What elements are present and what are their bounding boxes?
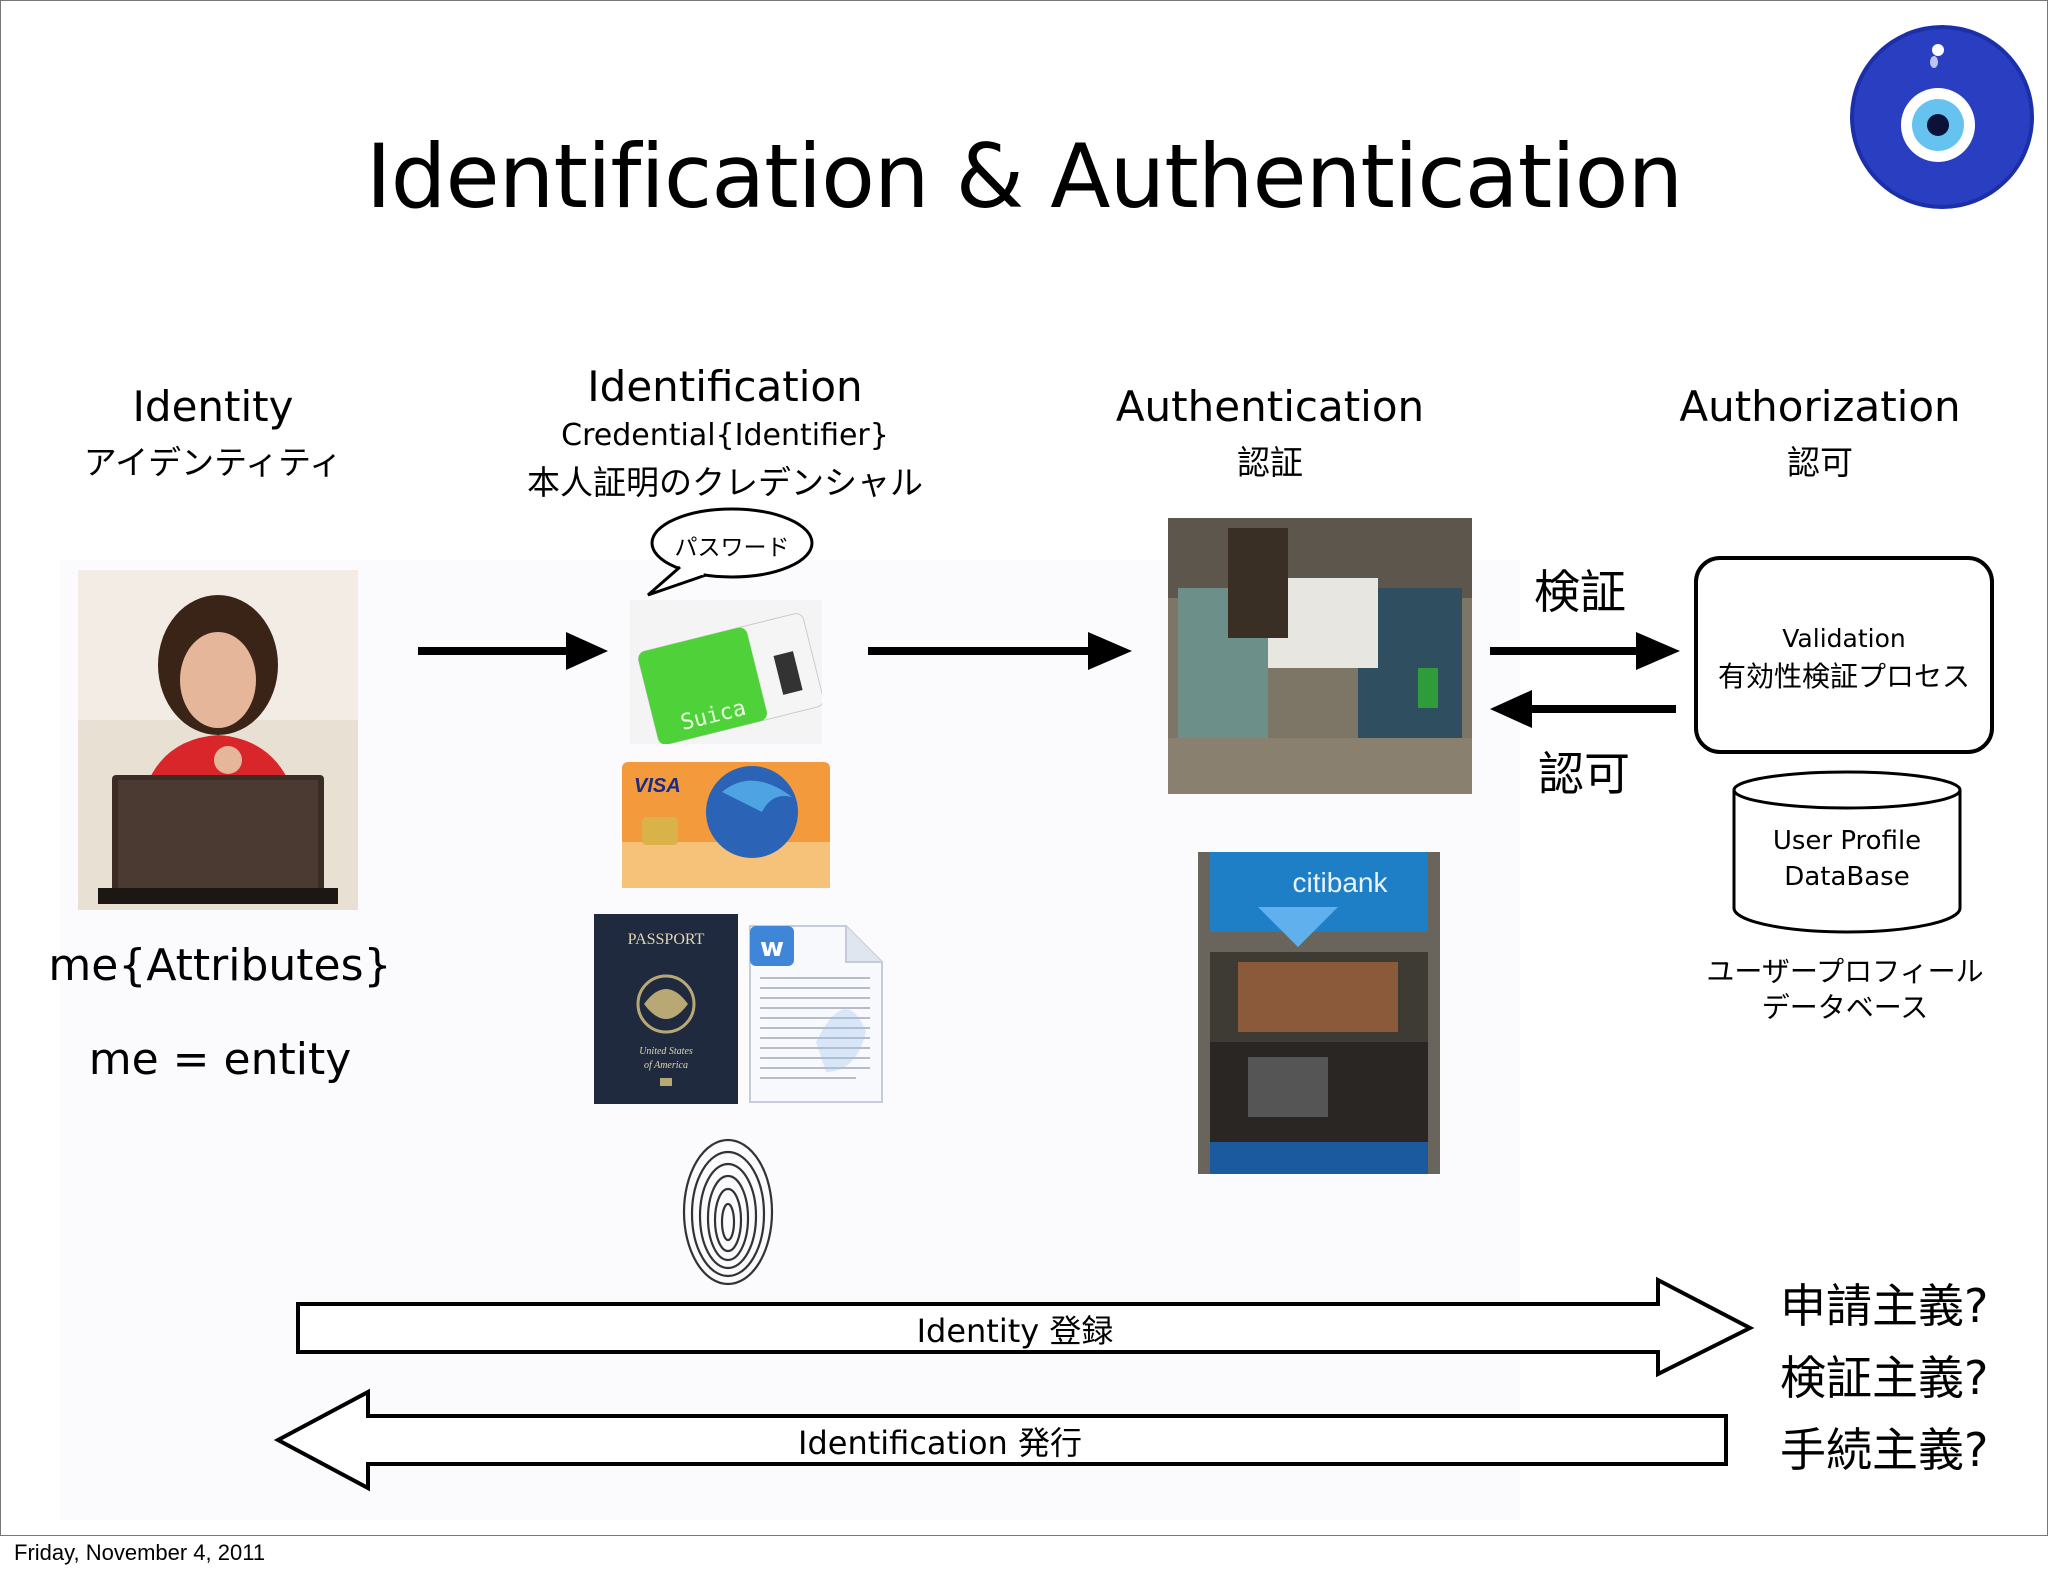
database-label-line2: DataBase: [1784, 862, 1910, 892]
me-entity: me = entity: [88, 1034, 352, 1085]
visa-logo: VISA: [634, 775, 681, 797]
identification-subheading: 本人証明のクレデンシャル: [527, 463, 923, 502]
suica-card-image: Suica: [630, 600, 822, 744]
footer-date: Friday, November 4, 2011: [14, 1540, 266, 1565]
woman-laptop-photo: [78, 570, 358, 910]
validation-box: [1694, 556, 1994, 754]
question-application: 申請主義?: [1780, 1279, 1989, 1333]
validation-box-subtitle: 有効性検証プロセス: [1717, 660, 1970, 693]
authorization-heading: Authorization: [1679, 382, 1961, 431]
fingerprint-icon: [682, 1138, 774, 1286]
database-label-line1: User Profile: [1772, 826, 1922, 856]
speech-bubble-text: パスワード: [674, 535, 790, 561]
authorization-subheading: 認可: [1787, 443, 1853, 482]
svg-text:w: w: [760, 933, 784, 963]
identity-registration-arrow: [296, 1276, 1755, 1378]
citibank-logo: citibank: [1293, 867, 1389, 898]
question-verification: 検証主義?: [1780, 1351, 1989, 1405]
identity-heading: Identity: [132, 382, 294, 431]
verify-label: 検証: [1534, 565, 1626, 619]
visa-card-image: VISA: [622, 762, 830, 888]
arrow-authentication-to-validation: [1490, 632, 1680, 670]
document-icon: w: [749, 925, 883, 1103]
arrow-identity-to-identification: [418, 632, 608, 670]
arrow-validation-to-authentication: [1490, 690, 1676, 728]
database-caption-line2: データベース: [1761, 991, 1929, 1024]
database-caption-line1: ユーザープロフィール: [1706, 955, 1984, 988]
evil-eye-icon: [1850, 25, 2034, 209]
authentication-subheading: 認証: [1237, 443, 1303, 482]
authentication-heading: Authentication: [1115, 382, 1425, 431]
authorize-label: 認可: [1538, 747, 1630, 801]
identity-subheading: アイデンティティ: [83, 443, 343, 482]
citibank-atm-photo: citibank: [1198, 852, 1440, 1174]
identification-issuance-label: Identification 発行: [798, 1424, 1082, 1462]
identification-heading: Identification: [587, 362, 863, 411]
database-cylinder-icon: [1732, 770, 1962, 934]
identification-issuance-arrow: [273, 1388, 1728, 1492]
identity-registration-label: Identity 登録: [916, 1312, 1114, 1350]
passport-country-line1: United States: [639, 1046, 693, 1057]
question-procedure: 手続主義?: [1780, 1423, 1989, 1477]
password-speech-bubble: [647, 507, 814, 597]
slide-title: Identification & Authentication: [365, 125, 1684, 228]
validation-box-title: Validation: [1782, 624, 1906, 653]
passport-country-line2: of America: [644, 1060, 688, 1071]
arrow-identification-to-authentication: [868, 632, 1132, 670]
passport-image: PASSPORT United States of America: [594, 914, 738, 1104]
ticket-gate-photo: [1168, 518, 1472, 794]
identification-credential: Credential{Identifier}: [561, 418, 889, 453]
passport-title: PASSPORT: [628, 931, 705, 948]
me-attributes: me{Attributes}: [48, 940, 392, 991]
